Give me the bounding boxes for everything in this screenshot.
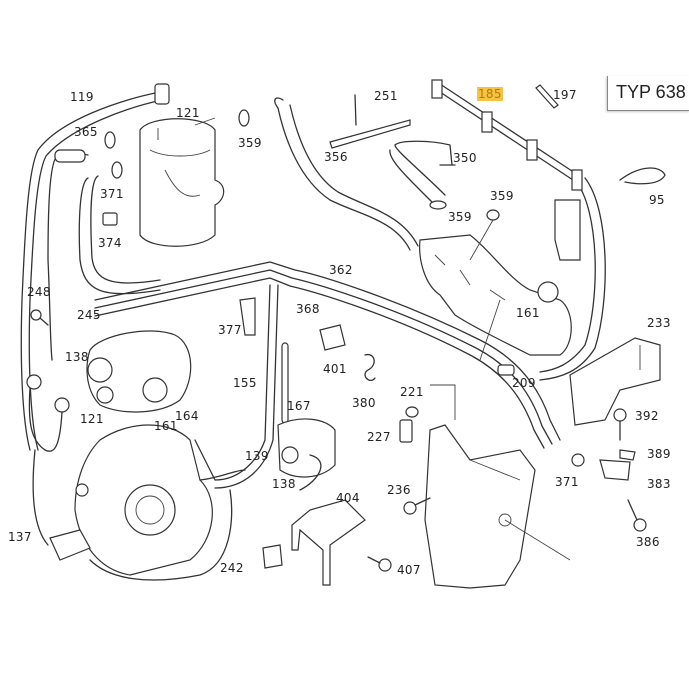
part-label-137[interactable]: 137 bbox=[8, 530, 32, 544]
part-label-359-top[interactable]: 359 bbox=[238, 136, 262, 150]
part-label-161-lower[interactable]: 161 bbox=[154, 419, 178, 433]
part-label-236[interactable]: 236 bbox=[387, 483, 411, 497]
part-label-242[interactable]: 242 bbox=[220, 561, 244, 575]
pump-upper-left[interactable] bbox=[86, 330, 192, 413]
part-label-167[interactable]: 167 bbox=[287, 399, 311, 413]
part-185-return-rail[interactable] bbox=[431, 79, 583, 191]
part-label-164[interactable]: 164 bbox=[175, 409, 199, 423]
part-label-138-right[interactable]: 138 bbox=[272, 477, 296, 491]
part-label-185-highlighted[interactable]: 185 bbox=[477, 87, 503, 101]
part-label-251[interactable]: 251 bbox=[374, 89, 398, 103]
part-label-362[interactable]: 362 bbox=[329, 263, 353, 277]
part-label-233[interactable]: 233 bbox=[647, 316, 671, 330]
part-label-392[interactable]: 392 bbox=[635, 409, 659, 423]
part-404-bracket[interactable] bbox=[291, 499, 366, 586]
part-label-245[interactable]: 245 bbox=[77, 308, 101, 322]
fuel-filter-housing[interactable] bbox=[139, 117, 225, 247]
part-label-404[interactable]: 404 bbox=[336, 491, 360, 505]
part-label-371-left[interactable]: 371 bbox=[100, 187, 124, 201]
part-label-401[interactable]: 401 bbox=[323, 362, 347, 376]
clamps-and-clips[interactable] bbox=[102, 84, 666, 569]
part-label-383[interactable]: 383 bbox=[647, 477, 671, 491]
part-label-368[interactable]: 368 bbox=[296, 302, 320, 316]
part-label-138-left[interactable]: 138 bbox=[65, 350, 89, 364]
part-label-248[interactable]: 248 bbox=[27, 285, 51, 299]
part-155-pipe[interactable] bbox=[194, 284, 279, 489]
part-362-fuel-pipe[interactable] bbox=[94, 261, 561, 449]
part-label-386[interactable]: 386 bbox=[636, 535, 660, 549]
hose-left-pair[interactable] bbox=[47, 149, 161, 361]
part-350-hose-bend[interactable] bbox=[389, 140, 456, 206]
small-fittings-right[interactable] bbox=[30, 309, 647, 572]
engine-bracket-lower[interactable] bbox=[424, 424, 571, 589]
part-label-359-mid-right[interactable]: 359 bbox=[490, 189, 514, 203]
part-356-hose[interactable] bbox=[274, 97, 419, 251]
pump-right-center[interactable] bbox=[277, 418, 336, 491]
type-label-box: TYP 638 bbox=[607, 76, 689, 111]
part-233-cover-plate[interactable] bbox=[569, 337, 661, 426]
part-label-377[interactable]: 377 bbox=[218, 323, 242, 337]
leader-lines bbox=[430, 219, 501, 420]
part-label-389[interactable]: 389 bbox=[647, 447, 671, 461]
part-label-407[interactable]: 407 bbox=[397, 563, 421, 577]
part-label-197[interactable]: 197 bbox=[553, 88, 577, 102]
part-label-121-left[interactable]: 121 bbox=[80, 412, 104, 426]
left-fittings[interactable] bbox=[26, 374, 70, 452]
part-label-371-right[interactable]: 371 bbox=[555, 475, 579, 489]
type-label: TYP 638 bbox=[616, 82, 686, 102]
part-label-139[interactable]: 139 bbox=[245, 449, 269, 463]
injection-unit-center[interactable] bbox=[419, 199, 581, 356]
part-label-359-mid-left[interactable]: 359 bbox=[448, 210, 472, 224]
part-label-155[interactable]: 155 bbox=[233, 376, 257, 390]
part-label-365[interactable]: 365 bbox=[74, 125, 98, 139]
part-label-161-upper[interactable]: 161 bbox=[516, 306, 540, 320]
part-label-121-top[interactable]: 121 bbox=[176, 106, 200, 120]
part-label-119[interactable]: 119 bbox=[70, 90, 94, 104]
part-label-374[interactable]: 374 bbox=[98, 236, 122, 250]
part-label-356[interactable]: 356 bbox=[324, 150, 348, 164]
part-label-209[interactable]: 209 bbox=[512, 376, 536, 390]
part-label-380[interactable]: 380 bbox=[352, 396, 376, 410]
part-label-350[interactable]: 350 bbox=[453, 151, 477, 165]
part-label-227[interactable]: 227 bbox=[367, 430, 391, 444]
return-hose-right[interactable] bbox=[539, 177, 606, 381]
part-label-95[interactable]: 95 bbox=[649, 193, 665, 207]
part-label-221[interactable]: 221 bbox=[400, 385, 424, 399]
part-137-high-pressure-pump[interactable] bbox=[32, 424, 246, 581]
